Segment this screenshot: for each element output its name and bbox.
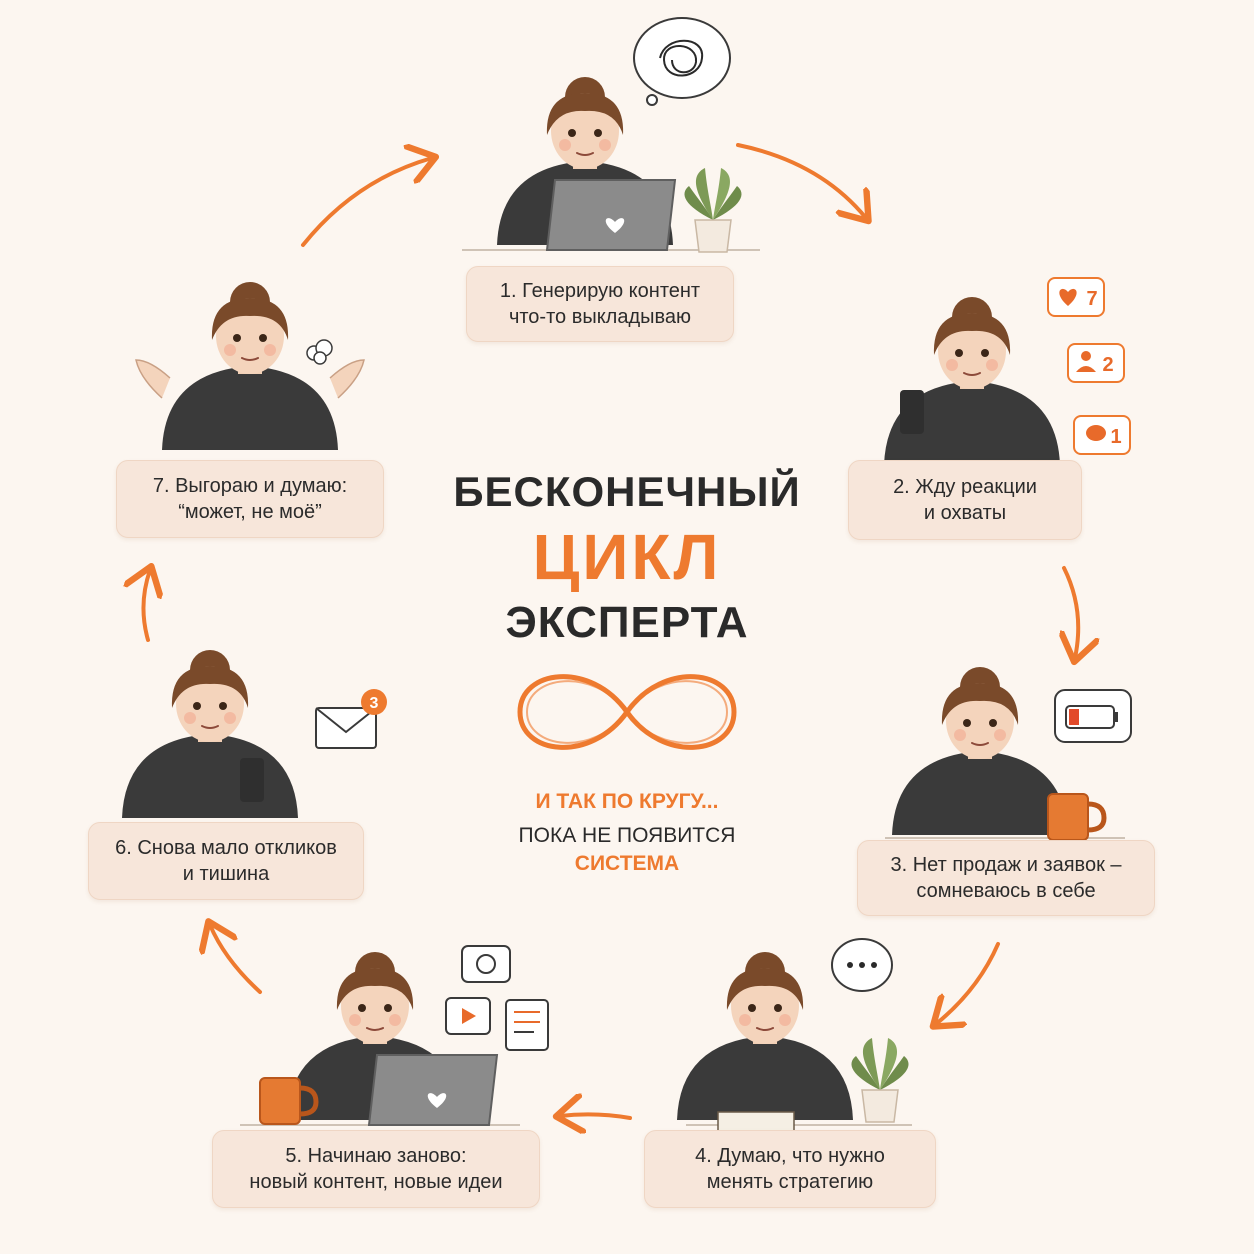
follower-notification-icon — [1067, 343, 1125, 383]
tagline-line-1: И ТАК ПО КРУГУ... — [535, 790, 719, 813]
step-3-line-2: сомневаюсь в себе — [916, 880, 1096, 902]
comments-count: 1 — [1110, 426, 1121, 448]
sigh-puff-icon — [306, 339, 333, 365]
illustration-step-2 — [883, 277, 1131, 466]
step-2-line-1: 2. Жду реакции — [893, 476, 1037, 498]
step-5-box: 5. Начинаю заново: новый контент, новые … — [212, 1130, 540, 1208]
step-1-line-1: 1. Генерирую контент — [499, 280, 701, 302]
step-4-line-1: 4. Думаю, что нужно — [695, 1145, 885, 1167]
step-3-box: 3. Нет продаж и заявок – сомневаюсь в се… — [857, 840, 1155, 916]
right-hand — [329, 359, 365, 399]
thought-bubble-icon — [633, 17, 731, 106]
low-battery-icon — [1054, 689, 1132, 743]
video-icon — [445, 997, 491, 1035]
illustration-step-7 — [135, 281, 365, 451]
step-2-line-2: и охваты — [923, 502, 1007, 524]
arrow-5-to-6 — [210, 925, 262, 994]
illustration-step-6 — [121, 649, 387, 819]
arrow-3-to-4 — [936, 942, 1000, 1024]
notebook — [717, 1111, 795, 1133]
mail-icon — [315, 689, 387, 749]
step-7-line-1: 7. Выгораю и думаю: — [152, 475, 348, 497]
step-6-box: 6. Снова мало откликов и тишина — [88, 822, 364, 900]
speech-bubble-icon — [831, 938, 893, 992]
camera-icon — [461, 945, 511, 983]
article-icon — [505, 999, 549, 1051]
arrow-1-to-2 — [736, 143, 866, 218]
likes-count: 7 — [1086, 288, 1097, 310]
followers-count: 2 — [1102, 354, 1113, 376]
infinity-icon — [517, 674, 737, 750]
step-3-line-1: 3. Нет продаж и заявок – — [890, 854, 1122, 876]
step-6-line-1: 6. Снова мало откликов — [115, 837, 337, 859]
arrow-6-to-7 — [143, 570, 150, 642]
left-hand — [135, 359, 171, 399]
step-7-line-2: “может, не моё” — [178, 501, 322, 523]
step-5-line-2: новый контент, новые идеи — [249, 1171, 503, 1193]
title-line-3: ЭКСПЕРТА — [505, 598, 749, 647]
like-notification-icon — [1047, 277, 1105, 317]
title-line-1: БЕСКОНЕЧНЫЙ — [453, 468, 801, 515]
arrow-7-to-1 — [301, 158, 432, 247]
tagline-line-2: ПОКА НЕ ПОЯВИТСЯ — [518, 824, 736, 847]
illustration-step-5 — [240, 945, 549, 1125]
step-7-box: 7. Выгораю и думаю: “может, не моё” — [116, 460, 384, 538]
arrow-2-to-3 — [1064, 566, 1078, 658]
tagline-line-3: СИСТЕМА — [574, 852, 680, 875]
step-4-box: 4. Думаю, что нужно менять стратегию — [644, 1130, 936, 1208]
illustration-step-1 — [462, 17, 760, 253]
step-1-box: 1. Генерирую контент что-то выкладываю — [466, 266, 734, 342]
illustration-step-3 — [885, 666, 1132, 840]
step-4-line-2: менять стратегию — [706, 1171, 874, 1193]
step-6-line-2: и тишина — [182, 863, 270, 885]
step-1-line-2: что-то выкладываю — [508, 306, 692, 328]
step-2-box: 2. Жду реакции и охваты — [848, 460, 1082, 540]
emails-count: 3 — [370, 695, 379, 712]
illustration-step-4 — [676, 938, 912, 1133]
step-5-line-1: 5. Начинаю заново: — [285, 1145, 467, 1167]
title-line-2: ЦИКЛ — [532, 521, 722, 593]
comment-notification-icon — [1073, 415, 1131, 455]
arrow-4-to-5 — [560, 1114, 632, 1118]
